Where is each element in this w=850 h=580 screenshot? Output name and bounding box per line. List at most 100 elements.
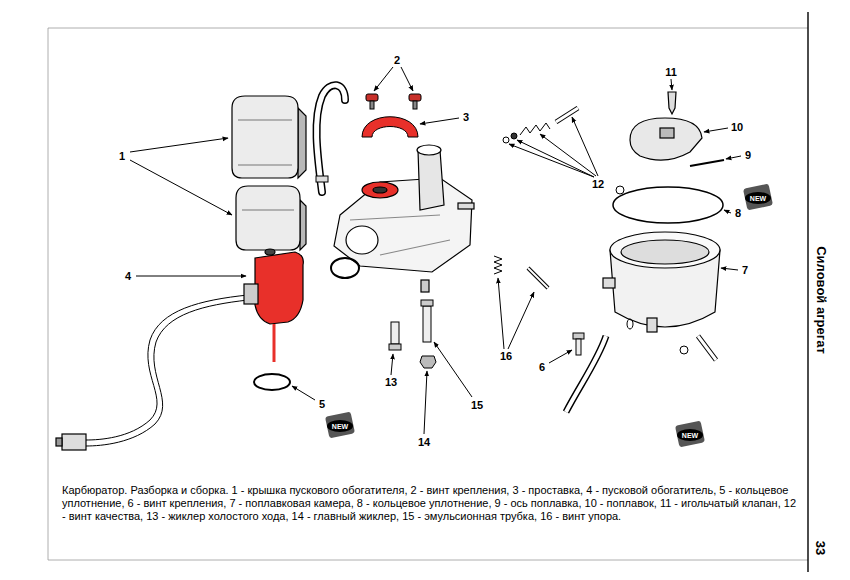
leader-line (508, 292, 534, 349)
callout-number: 12 (592, 179, 604, 190)
float (630, 118, 702, 160)
cover-side (298, 108, 306, 178)
cover-shade (242, 209, 294, 210)
screw-head (409, 94, 421, 101)
callout-number: 10 (731, 122, 743, 133)
screw-shank (370, 101, 374, 109)
callout-number: 1 (119, 151, 125, 162)
leader-line (572, 117, 598, 176)
starter-bore (373, 187, 387, 193)
neck-rim (417, 145, 441, 155)
mixture-screw (503, 108, 578, 143)
callout-number: 3 (463, 112, 469, 123)
connector-pin (56, 438, 62, 446)
fixing-screws (366, 94, 421, 109)
leader-line (401, 67, 413, 91)
section-title: Силовой агрегат (815, 246, 828, 354)
o-ring-tab (616, 186, 624, 194)
figure-caption: Карбюратор. Разборка и сборка. 1 - крышк… (62, 484, 800, 523)
emulsion-tube (423, 306, 431, 342)
screw-head (573, 333, 584, 339)
drain-hose (566, 336, 606, 412)
idle-jet-head (389, 344, 401, 350)
wire (86, 295, 248, 440)
o-ring (331, 258, 359, 278)
new-badge-text: NEW (682, 432, 698, 439)
badge-back (325, 412, 355, 439)
washer (503, 137, 509, 143)
leader-lines (130, 67, 741, 434)
leader-line (498, 278, 504, 349)
new-badge-text: NEW (750, 195, 766, 202)
frame-line (48, 28, 49, 560)
body-shade (350, 215, 450, 255)
small-o-ring (627, 319, 633, 329)
body-nipple (458, 203, 474, 209)
carburetor-body (334, 145, 474, 292)
screw-body-inner (556, 108, 578, 122)
spacer (362, 117, 418, 137)
cover-face (236, 186, 300, 250)
leader-line (704, 128, 728, 132)
float-assembly (630, 92, 724, 166)
leader-line (420, 118, 459, 124)
leader-line (721, 268, 738, 270)
leader-line (374, 67, 393, 91)
screw-shank (576, 339, 581, 355)
new-badge-text: NEW (332, 423, 348, 430)
starter-socket (244, 284, 258, 304)
cover-side (300, 200, 306, 250)
callout-number: 16 (500, 351, 512, 362)
callout-number: 4 (125, 271, 131, 282)
callout-number: 13 (385, 377, 397, 388)
o-ring (511, 133, 517, 139)
callout-number: 15 (471, 400, 483, 411)
badge-oval (677, 429, 703, 441)
chamber-inner (621, 240, 709, 264)
drain-screw-inner (698, 336, 716, 360)
hose-clip (316, 176, 328, 182)
page-number: 33 (814, 541, 827, 555)
leader-line (130, 160, 232, 215)
badge-back (675, 421, 705, 448)
frame-line (48, 28, 808, 29)
leader-line (136, 276, 246, 277)
starter-seat (362, 182, 398, 198)
o-ring (254, 374, 290, 390)
page-rule (807, 12, 808, 572)
screw-body-inner (528, 268, 548, 288)
drain-hose-inner (566, 336, 606, 412)
callout-number: 6 (539, 362, 545, 373)
starter-body (255, 252, 303, 324)
auto-starter (56, 252, 303, 450)
badge-oval (327, 420, 353, 432)
leader-line (424, 371, 427, 434)
cover-face (232, 96, 298, 178)
callout-number: 5 (319, 399, 325, 410)
screw-shank (413, 101, 417, 109)
callout-number: 7 (742, 265, 748, 276)
spring (494, 256, 502, 274)
starter-cover (232, 96, 306, 255)
screw-body (556, 108, 578, 122)
needle-valve (668, 92, 676, 114)
wire-connector (62, 434, 86, 450)
leader-line (509, 144, 594, 177)
leader-line (724, 210, 731, 213)
emulsion-tube-head (421, 300, 433, 306)
leader-line (540, 134, 596, 176)
float-pin (690, 160, 724, 166)
callout-number: 11 (665, 67, 677, 78)
callout-number: 9 (745, 150, 751, 161)
intake-neck (418, 150, 444, 210)
stop-screw (494, 256, 548, 288)
float-arm (660, 128, 674, 138)
washer (680, 346, 688, 354)
badge-oval (745, 192, 771, 204)
callout-number: 2 (394, 55, 400, 66)
new-badges (325, 184, 773, 448)
body-block (334, 178, 472, 272)
cover-shade (238, 164, 292, 165)
